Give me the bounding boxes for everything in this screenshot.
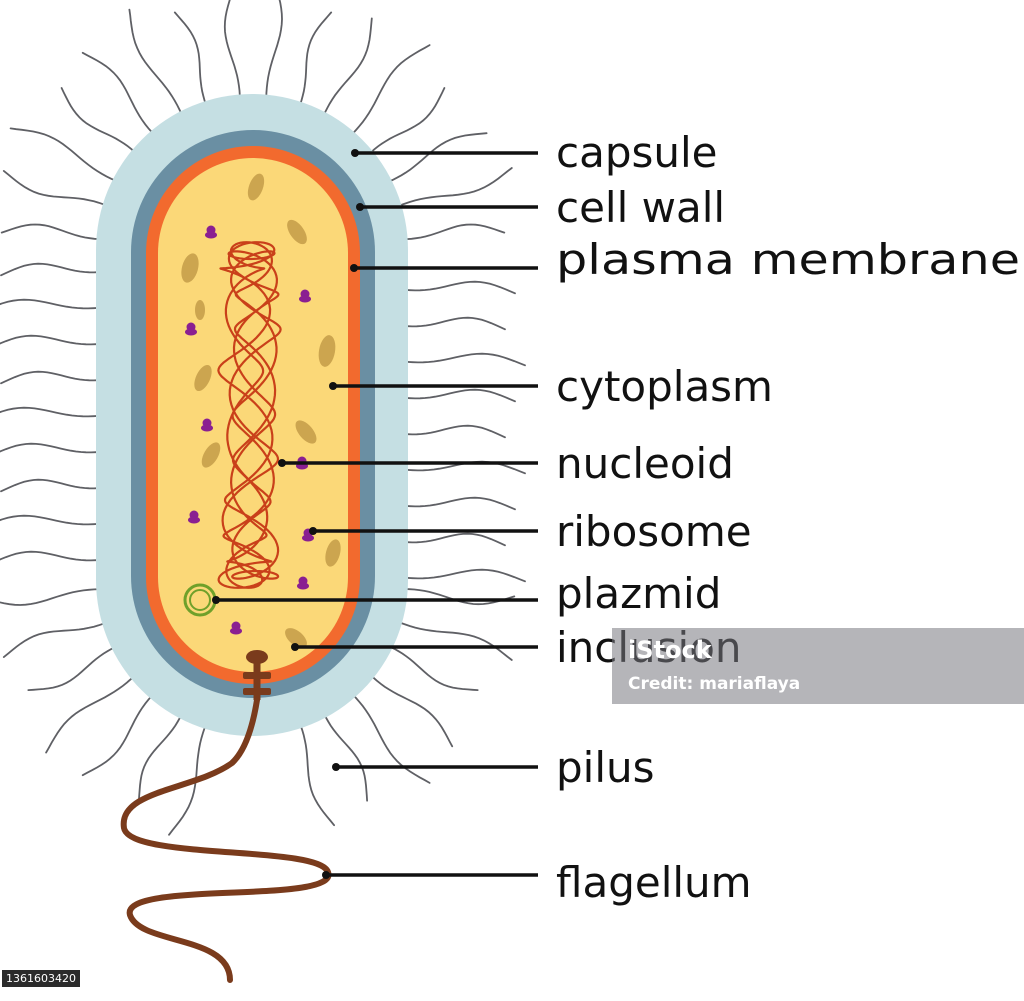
watermark-logo: iStock: [628, 636, 712, 664]
leader-lines: [212, 149, 538, 879]
ribosome: [299, 289, 311, 303]
ribosome: [205, 225, 217, 239]
ribosome: [230, 621, 242, 635]
watermark-banner: iStock Credit: mariaflaya: [612, 628, 1024, 704]
label-flagellum: flagellum: [556, 858, 752, 907]
flagellum-basal-body: [246, 650, 268, 664]
inclusion-body: [285, 628, 307, 648]
label-cytoplasm: cytoplasm: [556, 362, 773, 411]
flagellum: [120, 650, 332, 983]
inclusion-body: [181, 253, 199, 283]
watermark-credit: Credit: mariaflaya: [628, 674, 801, 694]
label-ribosome: ribosome: [556, 507, 752, 556]
inclusion-body: [287, 219, 307, 245]
flagellum-filament: [120, 697, 332, 983]
label-plasma-membrane: plasma membrane: [556, 235, 1020, 284]
inclusion-body: [247, 173, 265, 201]
label-cell-wall: cell wall: [556, 183, 725, 232]
inclusion-body: [194, 364, 212, 392]
inclusion-body: [195, 300, 205, 320]
label-plazmid: plazmid: [556, 569, 721, 618]
inclusion-body: [318, 335, 336, 367]
inclusions: [181, 173, 341, 648]
inclusion-body: [201, 442, 221, 468]
ribosome: [185, 322, 197, 336]
label-nucleoid: nucleoid: [556, 439, 734, 488]
ribosome: [188, 510, 200, 524]
inclusion-body: [325, 539, 341, 567]
ribosome: [297, 576, 309, 590]
cytoplasm: [158, 158, 348, 672]
label-pilus: pilus: [556, 743, 655, 792]
ribosome: [201, 418, 213, 432]
stock-image-id: 1361603420: [2, 970, 80, 987]
label-capsule: capsule: [556, 128, 718, 177]
nucleoid: [217, 241, 282, 589]
inclusion-body: [295, 420, 317, 444]
